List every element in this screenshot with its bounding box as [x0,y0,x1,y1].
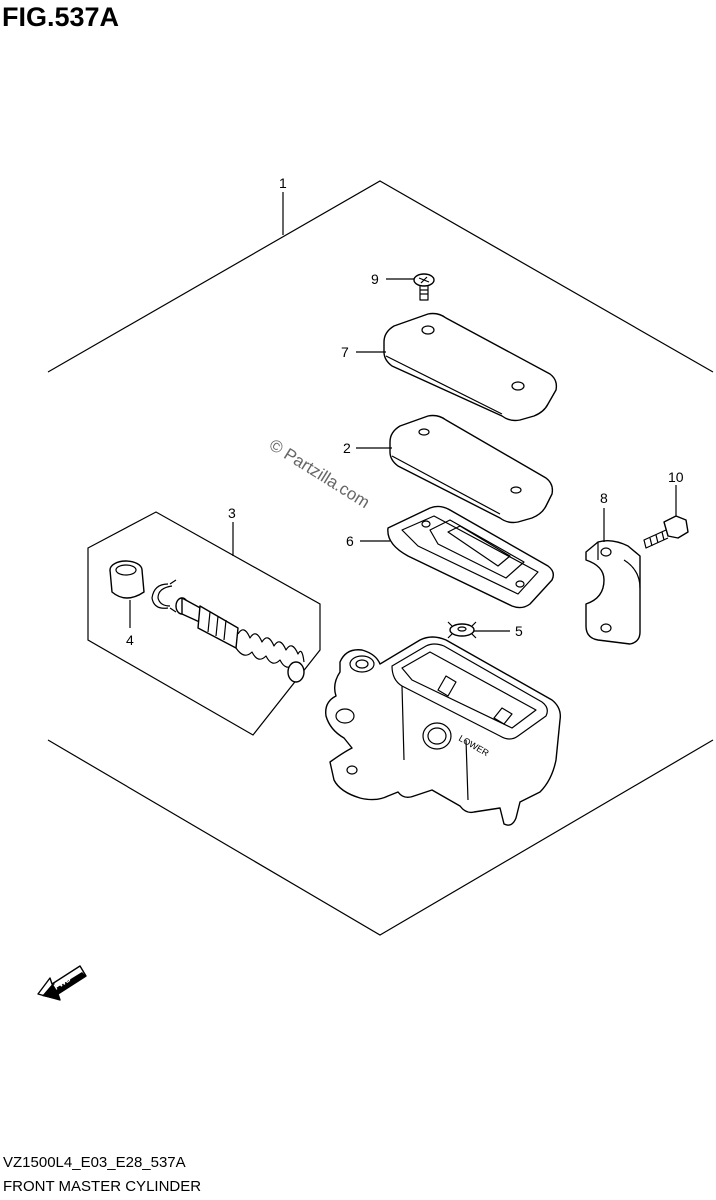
assembly-outline [47,180,714,373]
assembly-outline-bottom [47,739,714,936]
callout-10: 10 [668,469,684,485]
reservoir-cover-part[interactable] [383,312,558,422]
figure-description: FRONT MASTER CYLINDER [3,1178,202,1195]
watermark-text: © Partzilla.com [266,435,373,512]
exploded-parts-diagram: © Partzilla.com [37,175,714,1001]
callout-1: 1 [279,175,287,191]
callout-4: 4 [126,632,134,648]
fwd-arrow-icon: FWD [37,965,87,1001]
piston-assembly-part [175,597,305,683]
cap-screw-part[interactable] [413,273,435,301]
callout-9: 9 [371,271,379,287]
diaphragm-gasket-part[interactable] [387,505,555,609]
clamp-bolt-part[interactable] [643,515,689,549]
callout-6: 6 [346,533,354,549]
callout-2: 2 [343,440,351,456]
piston-boot-part[interactable] [109,560,145,599]
figure-code: VZ1500L4_E03_E28_537A [3,1154,186,1171]
callout-5: 5 [515,623,523,639]
callout-7: 7 [341,344,349,360]
callout-8: 8 [600,490,608,506]
diaphragm-plate-part[interactable] [389,414,554,524]
handlebar-clamp-part[interactable] [585,539,641,645]
piston-kit-outline [87,511,321,736]
callout-3: 3 [228,505,236,521]
figure-title: FIG.537A [2,2,120,32]
master-cylinder-body-part: LOWER [325,636,562,826]
circlip-part [151,579,177,613]
washer-part[interactable] [447,621,477,639]
